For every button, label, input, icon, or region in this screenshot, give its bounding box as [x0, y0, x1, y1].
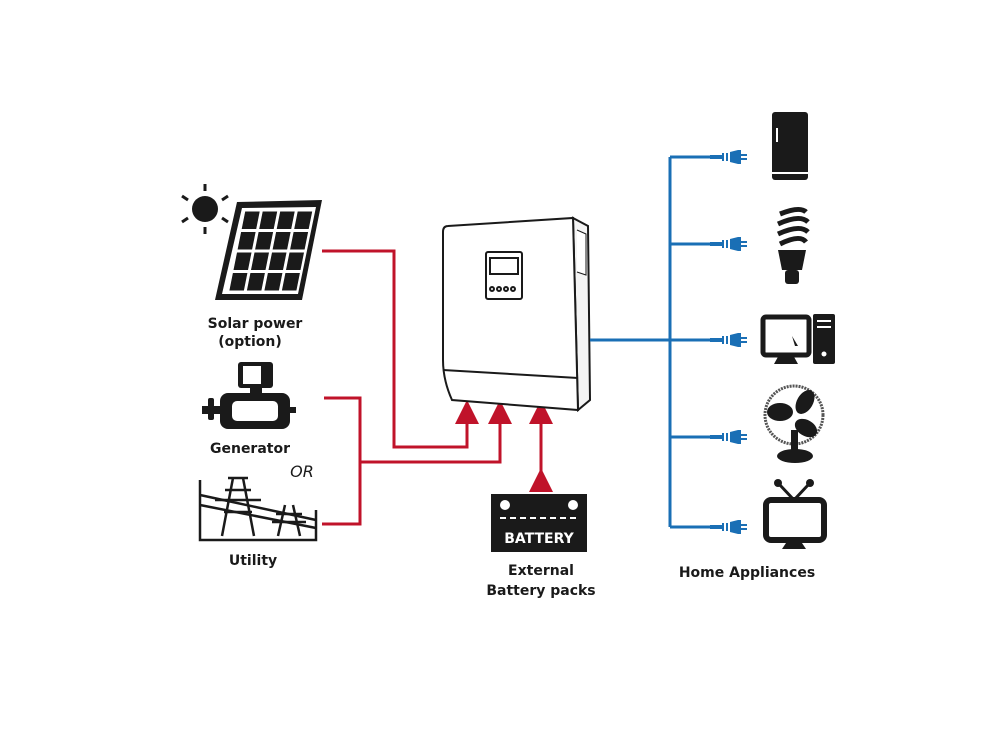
- solar-cell: [251, 252, 269, 270]
- plug-icon: [710, 430, 747, 444]
- generator-label: Generator: [210, 441, 290, 457]
- plug-icon: [710, 520, 747, 534]
- solar-cell: [259, 211, 278, 229]
- solar-cell: [290, 232, 309, 250]
- solar-cell: [264, 273, 283, 291]
- solar-cell: [233, 252, 252, 270]
- utility-tower-icon: [198, 476, 318, 542]
- battery-label-line2: Battery packs: [486, 583, 595, 599]
- utility-label: Utility: [229, 553, 277, 569]
- refrigerator-icon: [772, 112, 808, 180]
- solar-panel-icon: [215, 200, 322, 300]
- battery-label-line1: External: [508, 563, 574, 579]
- solar-cell: [286, 252, 304, 270]
- generator-icon: [202, 362, 296, 429]
- solar-cell: [246, 273, 265, 291]
- solar-cell: [276, 211, 295, 229]
- solar-cell: [229, 273, 248, 291]
- output-power-lines: [590, 155, 710, 529]
- solar-label-line2: (option): [218, 334, 282, 350]
- solar-cell: [255, 232, 274, 250]
- inverter-icon: [442, 216, 592, 413]
- plug-icon: [710, 333, 747, 347]
- solar-cell: [281, 273, 300, 291]
- fan-icon: [763, 384, 825, 463]
- plug-icon: [710, 150, 747, 164]
- input-power-lines: [322, 249, 553, 526]
- solar-cell: [268, 252, 287, 270]
- solar-label-line1: Solar power: [208, 316, 303, 332]
- or-label: OR: [290, 462, 314, 481]
- sun-icon: [181, 184, 229, 234]
- battery-text: BATTERY: [504, 531, 574, 547]
- plug-icon: [710, 237, 747, 251]
- appliances-label: Home Appliances: [679, 565, 815, 581]
- light-bulb-icon: [776, 206, 810, 284]
- tv-icon: [763, 479, 827, 549]
- computer-icon: [760, 314, 835, 364]
- battery-icon: BATTERY: [491, 494, 587, 552]
- solar-cell: [272, 232, 291, 250]
- solar-cell: [294, 211, 313, 229]
- solar-cell: [237, 232, 256, 250]
- solar-cell: [241, 211, 260, 229]
